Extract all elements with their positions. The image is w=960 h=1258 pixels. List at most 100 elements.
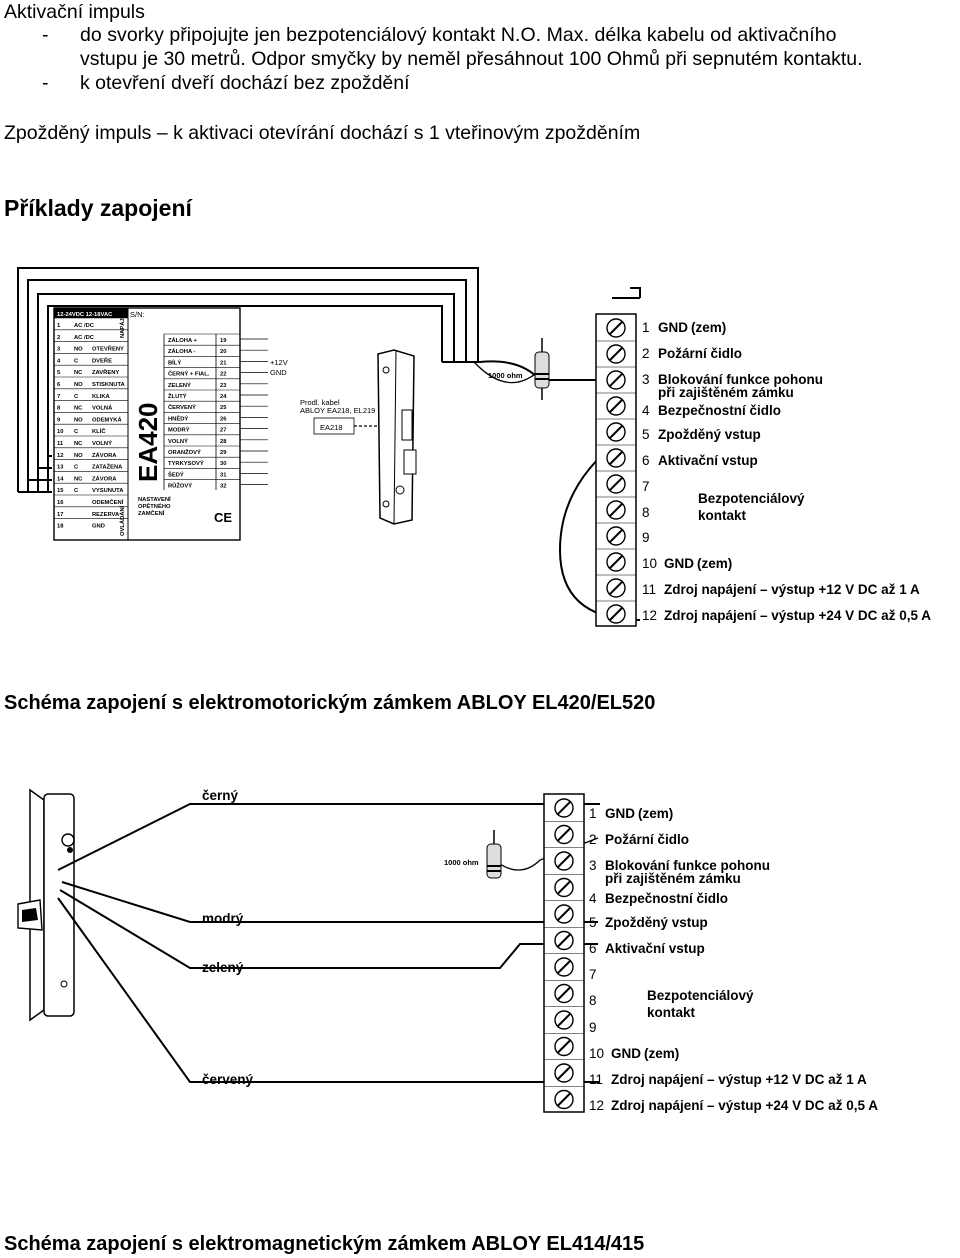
module-right-row-cell: 20 bbox=[220, 349, 226, 355]
module-left-row-cell: 10 bbox=[57, 429, 63, 435]
delayed-impulse-text: Zpožděný impuls – k aktivaci otevírání d… bbox=[4, 122, 641, 144]
terminal-number: 8 bbox=[589, 993, 597, 1009]
lock-wires bbox=[57, 803, 600, 1083]
terminal-label: Aktivační vstup bbox=[658, 453, 758, 468]
resistor-label: 1000 ohm bbox=[488, 371, 523, 380]
screw-slot bbox=[609, 399, 623, 413]
terminal-sublabel: při zajištěném zámku bbox=[605, 871, 741, 887]
terminal-number: 2 bbox=[642, 345, 650, 361]
terminal-label: Aktivační vstup bbox=[605, 941, 705, 956]
screw-slot bbox=[557, 1092, 571, 1107]
module-right-row-cell: 30 bbox=[220, 461, 226, 467]
lock-el414 bbox=[17, 788, 75, 1022]
module-right-row-cell: VOLNÝ bbox=[168, 438, 188, 445]
module-right-row-cell: ZELENÝ bbox=[168, 382, 191, 389]
module-right-row-cell: BÍLÝ bbox=[168, 358, 181, 366]
module-left-row-cell: NO bbox=[74, 382, 83, 388]
module-right-row-cell: RŮŽOVÝ bbox=[168, 482, 192, 490]
module-left-row-cell: 4 bbox=[57, 358, 61, 364]
module-left-row-cell: C bbox=[74, 465, 79, 471]
terminal-label: Bezpečnostní čidlo bbox=[605, 890, 729, 906]
terminal-number: 11 bbox=[589, 1072, 604, 1087]
terminal-number: 6 bbox=[589, 941, 597, 956]
module-output-wires bbox=[240, 338, 268, 485]
examples-heading: Příklady zapojení bbox=[4, 195, 192, 221]
serial-label: S/N: bbox=[130, 310, 145, 319]
terminal-label: Zdroj napájení – výstup +12 V DC až 1 A bbox=[611, 1072, 867, 1087]
screw-slot bbox=[609, 425, 623, 439]
module-right-row-cell: 26 bbox=[220, 416, 227, 422]
module-left-row-cell: VYSUNUTA bbox=[92, 488, 124, 494]
wiring-diagram-el414: černý modrý zelený červený 1000 ohm bbox=[17, 788, 600, 1113]
extension-cable: Prodl. kabel ABLOY EA218, EL219 EA218 bbox=[300, 398, 378, 435]
terminal-label: Zpožděný vstup bbox=[605, 914, 708, 930]
terminal-row: 8 bbox=[642, 505, 661, 520]
module-left-row-cell: 17 bbox=[57, 512, 63, 518]
module-right-row-cell: MODRÝ bbox=[168, 427, 190, 434]
terminal-row: 9 bbox=[589, 1020, 608, 1035]
screw-slot bbox=[557, 827, 571, 842]
terminal-number: 3 bbox=[642, 371, 650, 387]
module-right-row-cell: ŽLUTÝ bbox=[168, 392, 187, 400]
terminal-number: 1 bbox=[589, 806, 597, 821]
module-left-row-cell: KLÍČ bbox=[92, 427, 106, 435]
module-right-row-cell: 31 bbox=[220, 472, 227, 478]
module-left-row-cell: NO bbox=[74, 453, 83, 459]
screw-slot bbox=[557, 854, 571, 868]
terminal-row: 7 bbox=[642, 479, 661, 494]
module-left-row-cell: AC /DC bbox=[74, 323, 95, 329]
module-left-row-cell: 11 bbox=[57, 441, 64, 447]
terminal-number: 4 bbox=[589, 890, 597, 906]
module-left-row-cell: 7 bbox=[57, 394, 60, 400]
reset-label-1: NASTAVENÍ bbox=[138, 495, 171, 503]
screw-slot bbox=[557, 1066, 571, 1080]
module-left-row-cell: REZERVA bbox=[92, 512, 120, 518]
module-left-row-cell: ZÁVORA bbox=[92, 452, 117, 459]
module-left-row-cell: NO bbox=[74, 347, 83, 353]
terminal-number: 5 bbox=[589, 914, 597, 930]
control-side-label: OVLÁDÁNÍ bbox=[118, 505, 126, 536]
terminal-number: 7 bbox=[589, 967, 597, 983]
terminal-label: Zdroj napájení – výstup +24 V DC až 0,5 … bbox=[611, 1098, 878, 1114]
module-left-row-cell: C bbox=[74, 488, 79, 494]
bullet-dash: - bbox=[42, 72, 49, 94]
terminal-sublabel: (zem) bbox=[697, 556, 733, 572]
screw-slot bbox=[609, 581, 623, 595]
module-right-row-cell: 22 bbox=[220, 372, 226, 378]
feed-wires bbox=[17, 267, 641, 493]
terminal-row: 7 bbox=[589, 967, 608, 982]
module-left-row-cell: ODEMYKÁ bbox=[92, 416, 122, 423]
plus12-label: +12V bbox=[270, 358, 288, 367]
module-left-row-cell: 9 bbox=[57, 417, 61, 423]
module-left-row-cell: 14 bbox=[57, 476, 64, 482]
module-left-row-cell: C bbox=[74, 358, 79, 364]
module-left-row-cell: 5 bbox=[57, 370, 61, 376]
module-left-row-cell: ZATAŽENA bbox=[92, 463, 123, 471]
module-name: EA420 bbox=[133, 403, 163, 483]
terminal-label: GND bbox=[611, 1045, 641, 1061]
module-left-row-cell: NC bbox=[74, 476, 83, 482]
terminal-row: 6 Aktivační vstup bbox=[589, 941, 708, 956]
supply-side-label: NAPÁJENÍ bbox=[118, 308, 126, 338]
terminal-number: 1 bbox=[642, 320, 650, 335]
module-left-row-cell: AC /DC bbox=[74, 335, 95, 341]
bullet-text: do svorky připojujte jen bezpotenciálový… bbox=[80, 24, 837, 46]
terminal-label: Zdroj napájení – výstup +24 V DC až 0,5 … bbox=[664, 607, 931, 623]
screw-slot bbox=[609, 373, 623, 387]
contact-label-line2: kontakt bbox=[698, 508, 747, 523]
module-right-row-cell: 32 bbox=[220, 484, 226, 490]
lock-el420 bbox=[377, 349, 417, 525]
terminal-row: 4 Bezpečnostní čidlo bbox=[589, 891, 731, 906]
terminal-sublabel: (zem) bbox=[644, 1045, 680, 1061]
module-right-row-cell: TYRKYSOVÝ bbox=[168, 460, 204, 467]
terminal-row: 11 Zdroj napájení – výstup +12 V DC až 1 … bbox=[589, 1072, 870, 1087]
terminal-number: 11 bbox=[642, 582, 657, 597]
terminal-number: 3 bbox=[589, 858, 597, 874]
terminal-label: GND bbox=[664, 556, 694, 572]
